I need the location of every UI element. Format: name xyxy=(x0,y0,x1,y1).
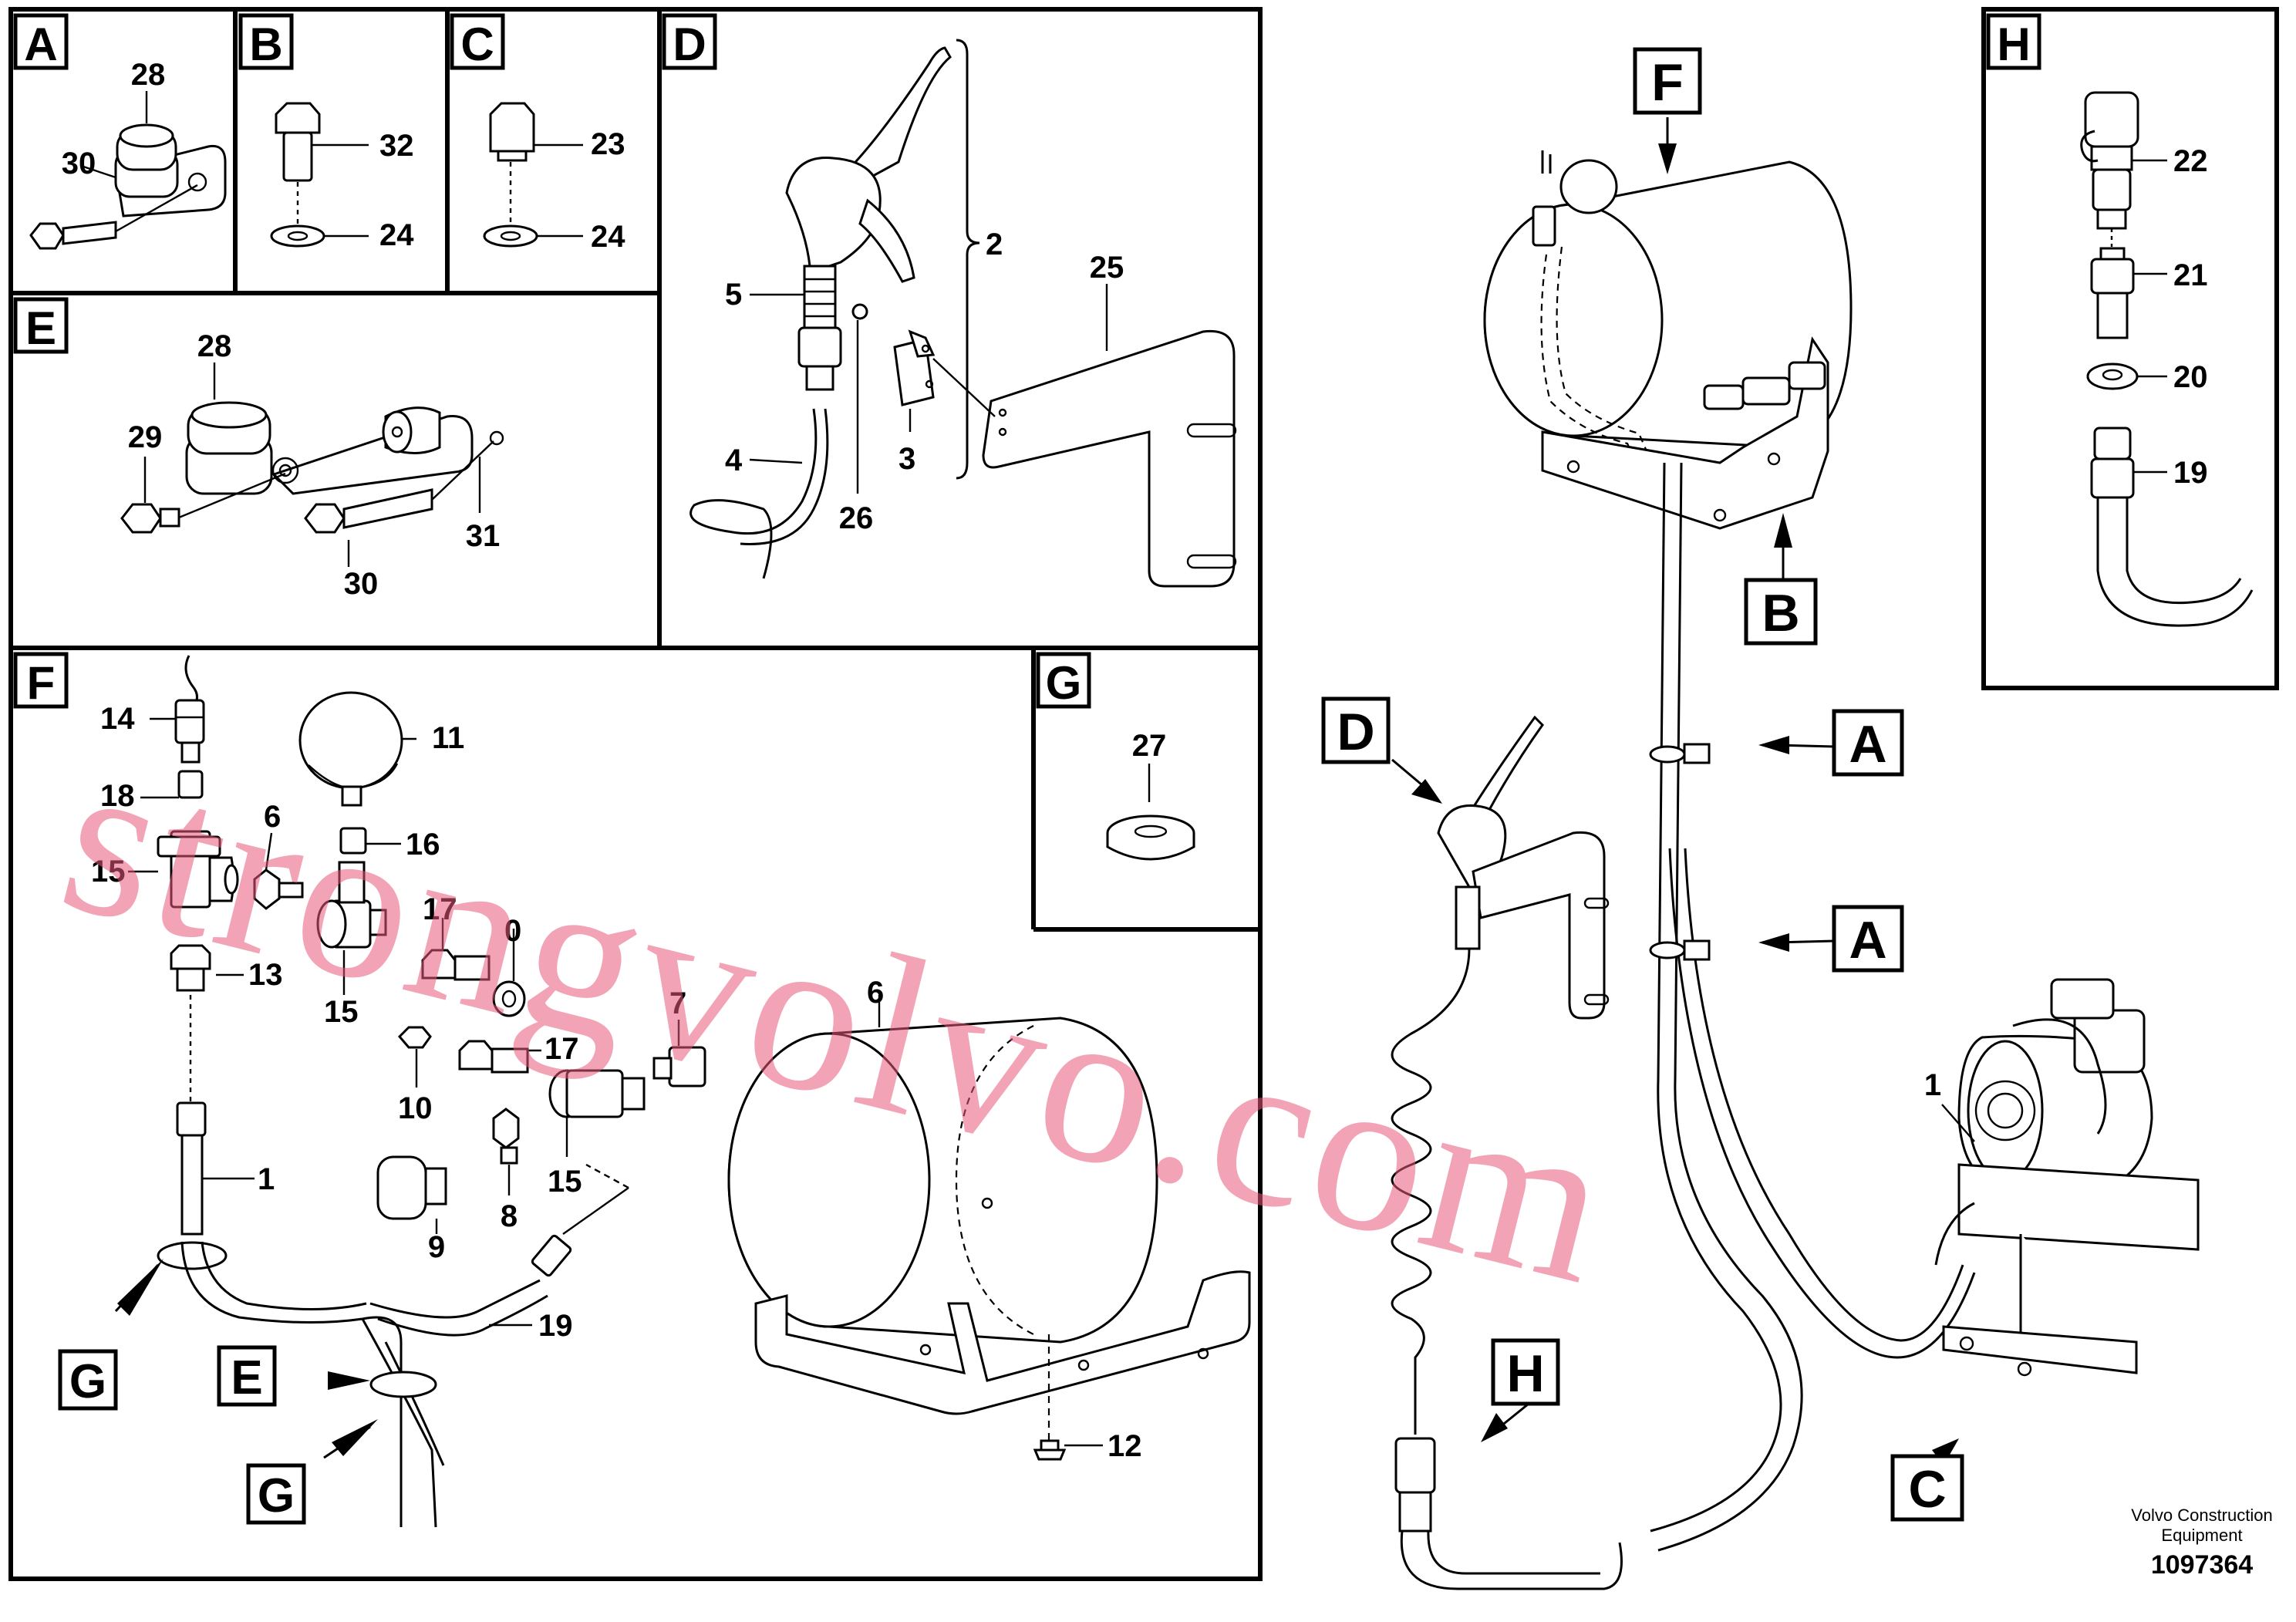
footer-company-line1: Volvo Construction xyxy=(2131,1506,2272,1525)
callout-d-3: 3 xyxy=(899,442,915,476)
svg-text:G: G xyxy=(258,1469,295,1523)
callout-e-29: 29 xyxy=(128,420,163,454)
panel-f-drawing xyxy=(114,655,1251,1528)
callout-f-15: 15 xyxy=(324,995,359,1029)
callout-assembly-1: 1 xyxy=(1924,1068,1941,1102)
callout-f-17: 17 xyxy=(544,1032,579,1066)
svg-text:E: E xyxy=(231,1351,262,1404)
callout-h-22: 22 xyxy=(2173,144,2208,178)
callout-e-28: 28 xyxy=(197,329,232,363)
detail-tag-e: E xyxy=(217,1345,277,1407)
callout-a-30: 30 xyxy=(62,147,96,180)
callout-f-17: 17 xyxy=(423,892,457,926)
callout-f-16: 16 xyxy=(406,828,440,862)
svg-text:A: A xyxy=(1849,911,1886,969)
callout-f-12: 12 xyxy=(1108,1429,1142,1463)
svg-text:D: D xyxy=(1337,703,1374,761)
assembly-letter-b: B xyxy=(1744,578,1818,646)
callout-b-24: 24 xyxy=(379,218,414,252)
callout-d-25: 25 xyxy=(1090,251,1124,285)
figure-number: 1097364 xyxy=(2151,1550,2253,1580)
assembly-letter-f: F xyxy=(1633,47,1702,115)
detail-tag-g-1: G xyxy=(58,1349,118,1411)
panel-letter-c: C xyxy=(450,13,505,70)
callout-f-7: 7 xyxy=(669,986,686,1020)
callout-d-5: 5 xyxy=(725,278,742,312)
callout-h-19: 19 xyxy=(2173,456,2208,490)
svg-text:C: C xyxy=(1908,1460,1946,1519)
callout-f-11: 11 xyxy=(432,721,464,755)
svg-text:A: A xyxy=(24,19,57,70)
callout-c-24: 24 xyxy=(591,220,625,254)
svg-text:E: E xyxy=(25,302,56,354)
callout-f-14: 14 xyxy=(100,702,135,736)
svg-text:C: C xyxy=(460,19,494,70)
panel-letter-d: D xyxy=(662,13,717,70)
callout-d-2: 2 xyxy=(986,228,1003,261)
svg-text:G: G xyxy=(69,1355,106,1408)
panel-letter-b: B xyxy=(238,13,294,70)
panel-frames xyxy=(8,7,2279,1581)
panel-h-drawing xyxy=(2080,91,2254,627)
panel-e-drawing xyxy=(120,363,504,567)
callout-f-19: 19 xyxy=(538,1309,573,1343)
callout-f-1: 1 xyxy=(258,1162,275,1196)
detail-tag-g-2: G xyxy=(246,1463,306,1525)
panel-letter-f: F xyxy=(13,652,69,709)
panel-letter-a: A xyxy=(13,13,69,70)
svg-text:F: F xyxy=(27,657,56,709)
panel-letter-g: G xyxy=(1036,652,1091,709)
callout-b-32: 32 xyxy=(379,129,414,163)
callout-h-21: 21 xyxy=(2173,258,2208,292)
panel-b-drawing xyxy=(270,102,369,248)
svg-text:H: H xyxy=(1997,19,2030,70)
callout-f-13: 13 xyxy=(248,958,283,992)
panel-g-drawing xyxy=(1106,764,1195,861)
callout-f-0: 0 xyxy=(504,914,521,948)
svg-text:B: B xyxy=(249,19,282,70)
assembly-letter-a-2: A xyxy=(1832,905,1904,973)
callout-e-30: 30 xyxy=(344,567,379,601)
svg-text:D: D xyxy=(673,19,706,70)
callout-f-9: 9 xyxy=(428,1230,445,1264)
callout-d-4: 4 xyxy=(725,443,743,477)
callout-h-20: 20 xyxy=(2173,360,2208,394)
panel-a-drawing xyxy=(29,91,227,250)
callout-d-26: 26 xyxy=(839,501,874,535)
svg-text:F: F xyxy=(1651,53,1684,112)
assembly-letter-a-1: A xyxy=(1832,709,1904,777)
callout-f-6: 6 xyxy=(867,976,884,1010)
svg-text:H: H xyxy=(1506,1344,1544,1403)
assembly-drawing xyxy=(1391,117,2200,1590)
callout-a-28: 28 xyxy=(131,58,166,92)
callout-e-31: 31 xyxy=(466,519,501,553)
callout-f-6: 6 xyxy=(264,800,281,834)
callout-c-23: 23 xyxy=(591,127,625,161)
assembly-letter-h: H xyxy=(1491,1338,1560,1406)
callout-g-27: 27 xyxy=(1132,729,1167,763)
panel-letter-h: H xyxy=(1986,13,2041,70)
assembly-letter-c: C xyxy=(1890,1454,1964,1522)
panel-d-drawing xyxy=(689,39,1237,588)
panel-c-drawing xyxy=(483,102,583,248)
panel-f-callouts: 14 11 18 6 16 15 17 0 13 15 7 10 17 6 1 … xyxy=(91,702,1142,1463)
svg-text:G: G xyxy=(1046,657,1082,709)
callout-f-15: 15 xyxy=(548,1165,582,1199)
footer-company-line2: Equipment xyxy=(2161,1526,2242,1545)
svg-text:A: A xyxy=(1849,715,1886,774)
panel-letter-e: E xyxy=(13,297,69,354)
assembly-letter-d: D xyxy=(1321,696,1391,764)
callout-f-15: 15 xyxy=(91,855,126,889)
callout-f-8: 8 xyxy=(501,1199,518,1233)
svg-text:B: B xyxy=(1762,584,1799,642)
callout-f-10: 10 xyxy=(398,1091,433,1125)
callout-f-18: 18 xyxy=(100,779,135,813)
